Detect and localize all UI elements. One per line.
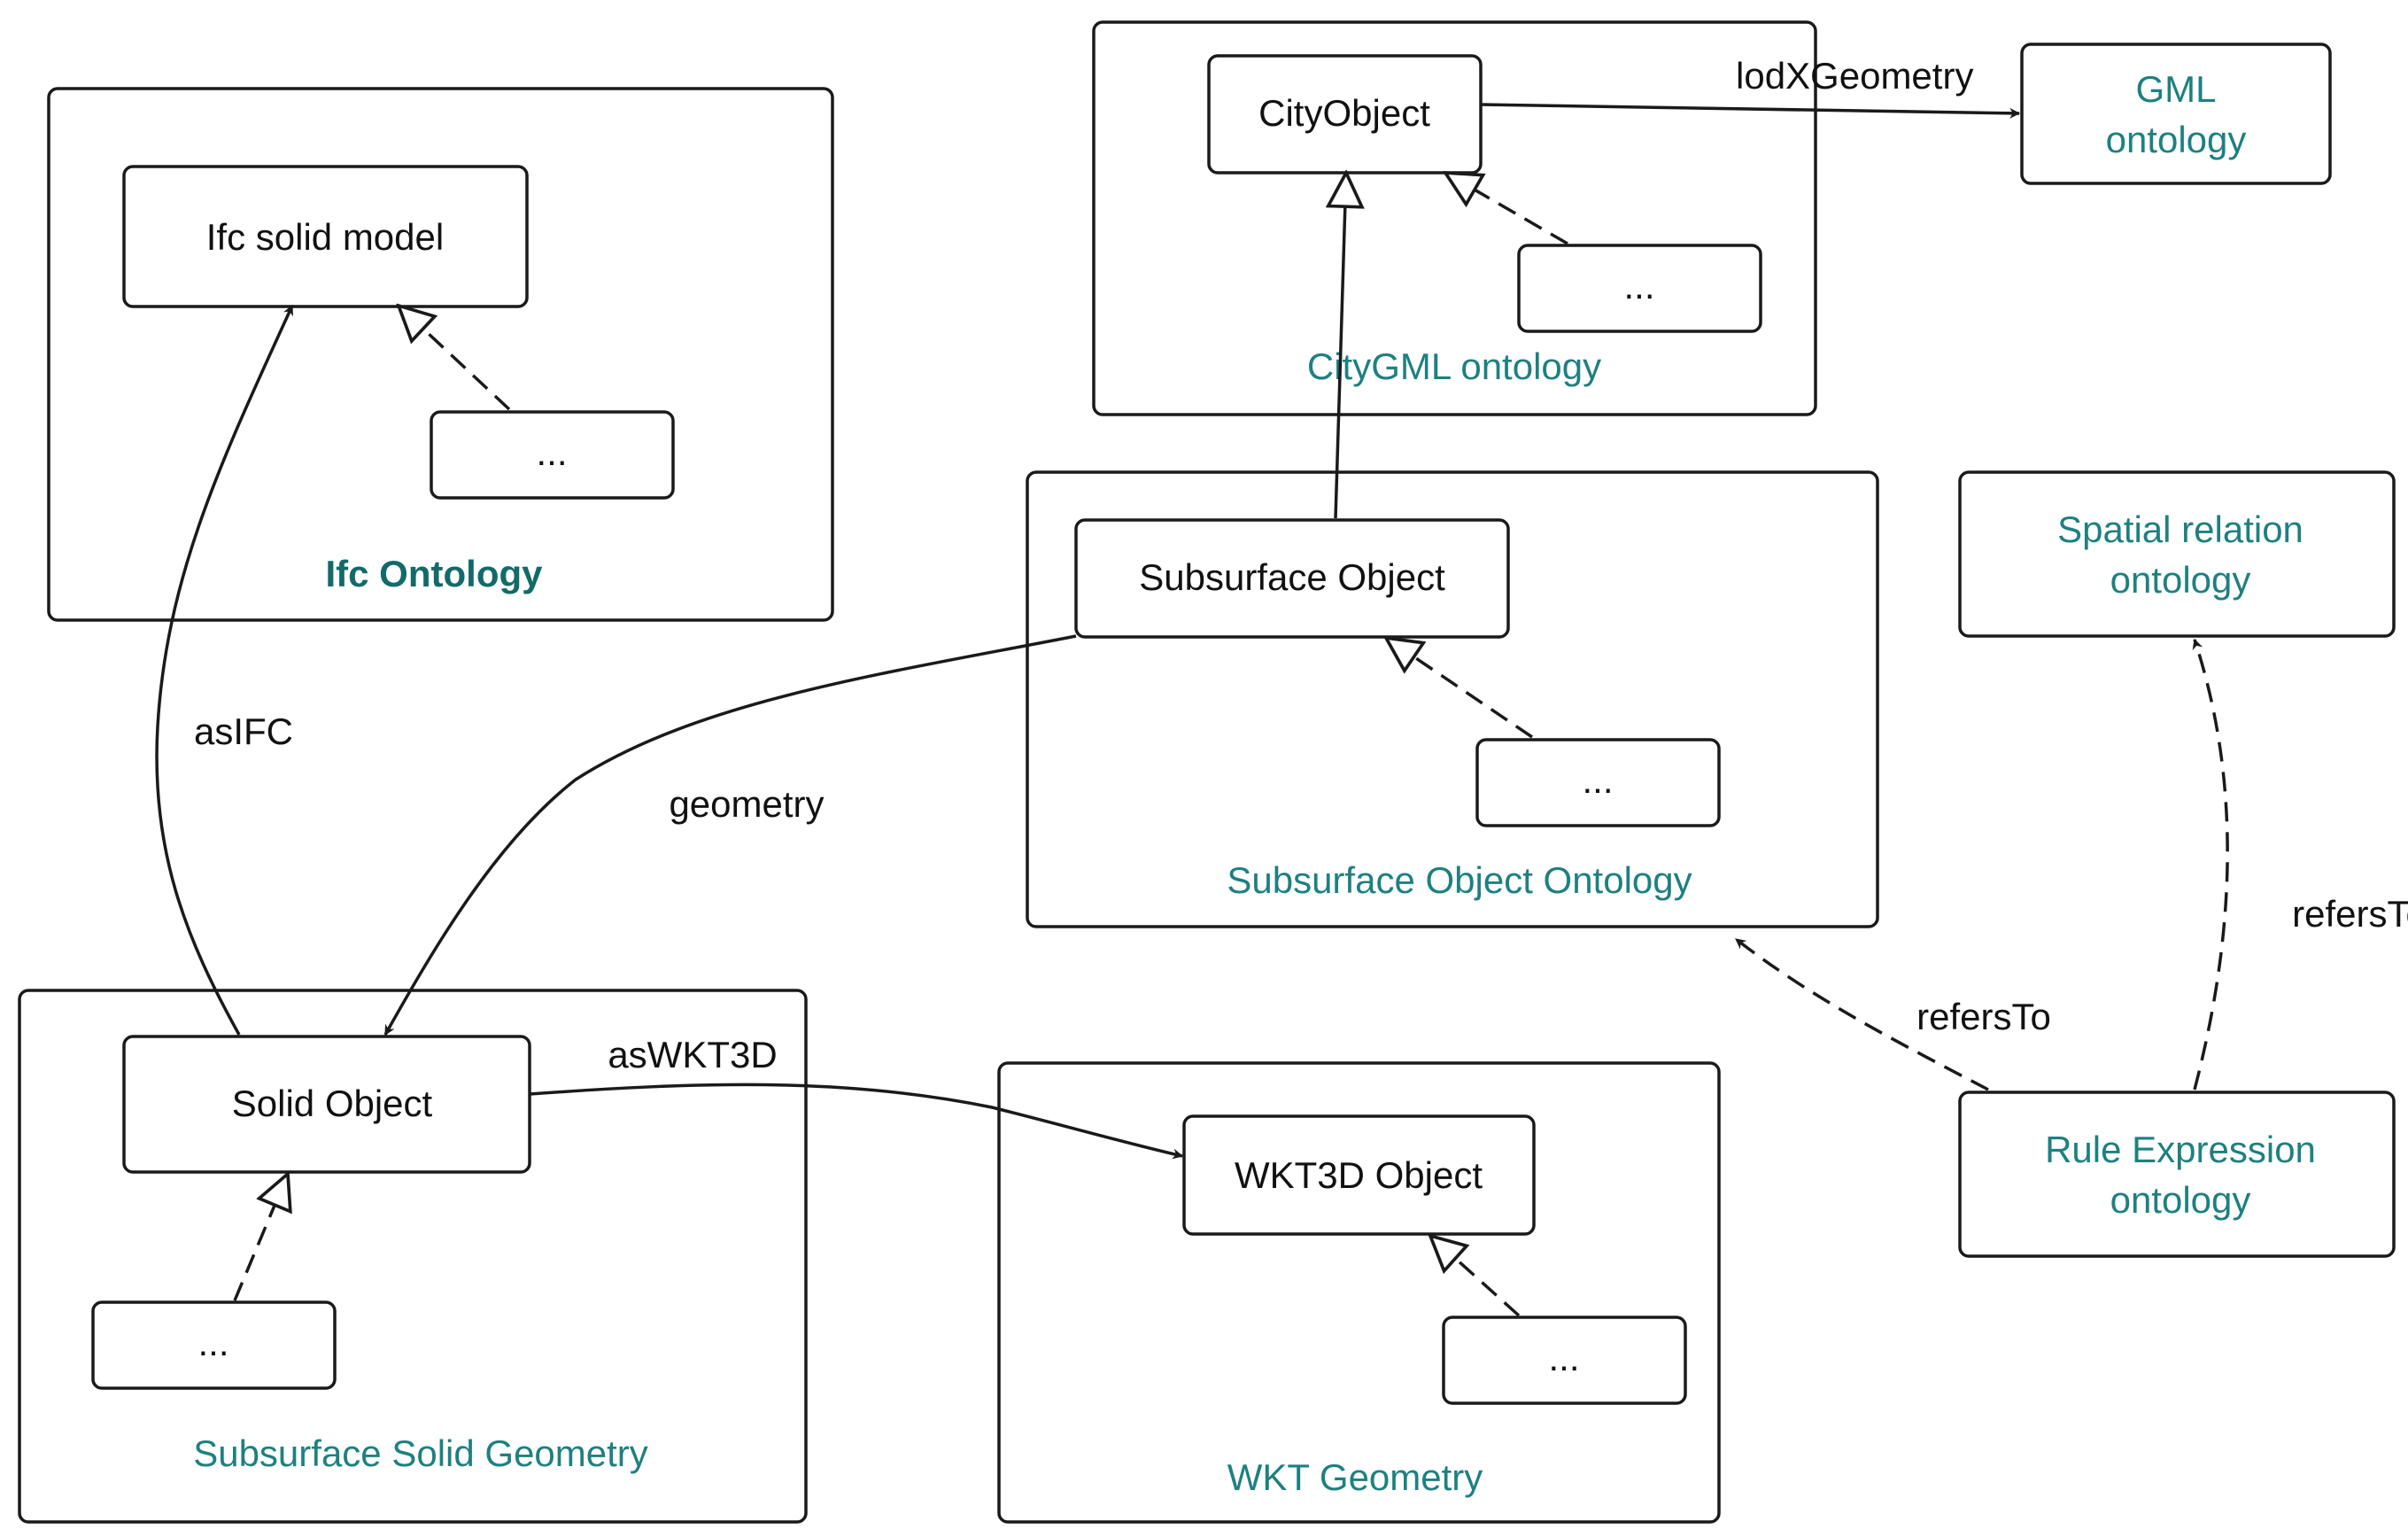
spatial-relation-ontology-line1: Spatial relation <box>2057 508 2303 550</box>
solid-object-node: Solid Object <box>122 1035 531 1174</box>
ifc-ontology-label: Ifc Ontology <box>326 553 544 594</box>
asifc-label: asIFC <box>194 710 293 752</box>
solid-subclass-node: ... <box>91 1300 337 1390</box>
ifc-solid-model-label: Ifc solid model <box>206 216 444 258</box>
ifc-subclass-label: ... <box>536 431 567 473</box>
rule-expression-ontology-box: Rule Expression ontology <box>1958 1091 2396 1258</box>
geometry-label: geometry <box>669 783 824 825</box>
subsurface-solid-geometry-label: Subsurface Solid Geometry <box>193 1432 648 1474</box>
city-subclass-node: ... <box>1517 244 1762 333</box>
refersto-subsurface-label: refersTo <box>1916 996 2051 1037</box>
geometry-edge <box>383 634 1077 1036</box>
refersto-subsurface-edge <box>1734 937 1989 1091</box>
wkt3d-object-node: WKT3D Object <box>1182 1114 1536 1236</box>
asifc-edge <box>155 304 294 1036</box>
refersto-spatial-label: refersTo <box>2292 893 2408 935</box>
wkt3d-subclass-node: ... <box>1442 1316 1687 1405</box>
gml-ontology-line2: ontology <box>2106 119 2247 160</box>
solid-generalization-edge <box>233 1174 288 1301</box>
subsurface-subclass-label: ... <box>1582 759 1613 801</box>
subsurface-subclass-node: ... <box>1475 738 1721 827</box>
aswkt3d-edge <box>529 1083 1184 1160</box>
lodxgeometry-label: lodXGeometry <box>1736 55 1973 97</box>
subsurface-object-label: Subsurface Object <box>1139 556 1445 598</box>
subsurface-to-cityobject-edge <box>1336 173 1346 519</box>
wkt-geometry-container: WKT Geometry <box>997 1061 1721 1524</box>
aswkt3d-label: asWKT3D <box>608 1034 777 1075</box>
city-generalization-edge <box>1445 173 1568 245</box>
ifc-generalization-edge <box>399 306 511 411</box>
ifc-solid-model-node: Ifc solid model <box>122 165 529 308</box>
spatial-relation-ontology-line2: ontology <box>2110 559 2251 601</box>
city-object-label: CityObject <box>1258 92 1430 134</box>
ifc-subclass-node: ... <box>430 410 675 500</box>
city-subclass-label: ... <box>1623 265 1654 307</box>
wkt3d-generalization-edge <box>1430 1236 1521 1317</box>
city-object-node: CityObject <box>1207 54 1483 175</box>
solid-object-label: Solid Object <box>232 1083 433 1124</box>
wkt3d-subclass-label: ... <box>1548 1337 1579 1378</box>
gml-ontology-line1: GML <box>2135 68 2216 110</box>
subsurface-object-ontology-label: Subsurface Object Ontology <box>1227 859 1692 901</box>
rule-expression-ontology-line2: ontology <box>2110 1179 2251 1221</box>
lodxgeometry-edge <box>1480 103 2021 119</box>
wkt3d-object-label: WKT3D Object <box>1235 1154 1483 1196</box>
refersto-spatial-edge <box>2192 638 2229 1091</box>
rule-expression-ontology-line1: Rule Expression <box>2045 1129 2316 1170</box>
spatial-relation-ontology-box: Spatial relation ontology <box>1958 470 2396 638</box>
solid-subclass-label: ... <box>197 1322 228 1363</box>
citygml-ontology-label: CityGML ontology <box>1307 345 1601 387</box>
gml-ontology-box: GML ontology <box>2020 43 2332 185</box>
wkt-geometry-label: WKT Geometry <box>1227 1456 1483 1498</box>
subsurface-object-node: Subsurface Object <box>1074 518 1510 639</box>
